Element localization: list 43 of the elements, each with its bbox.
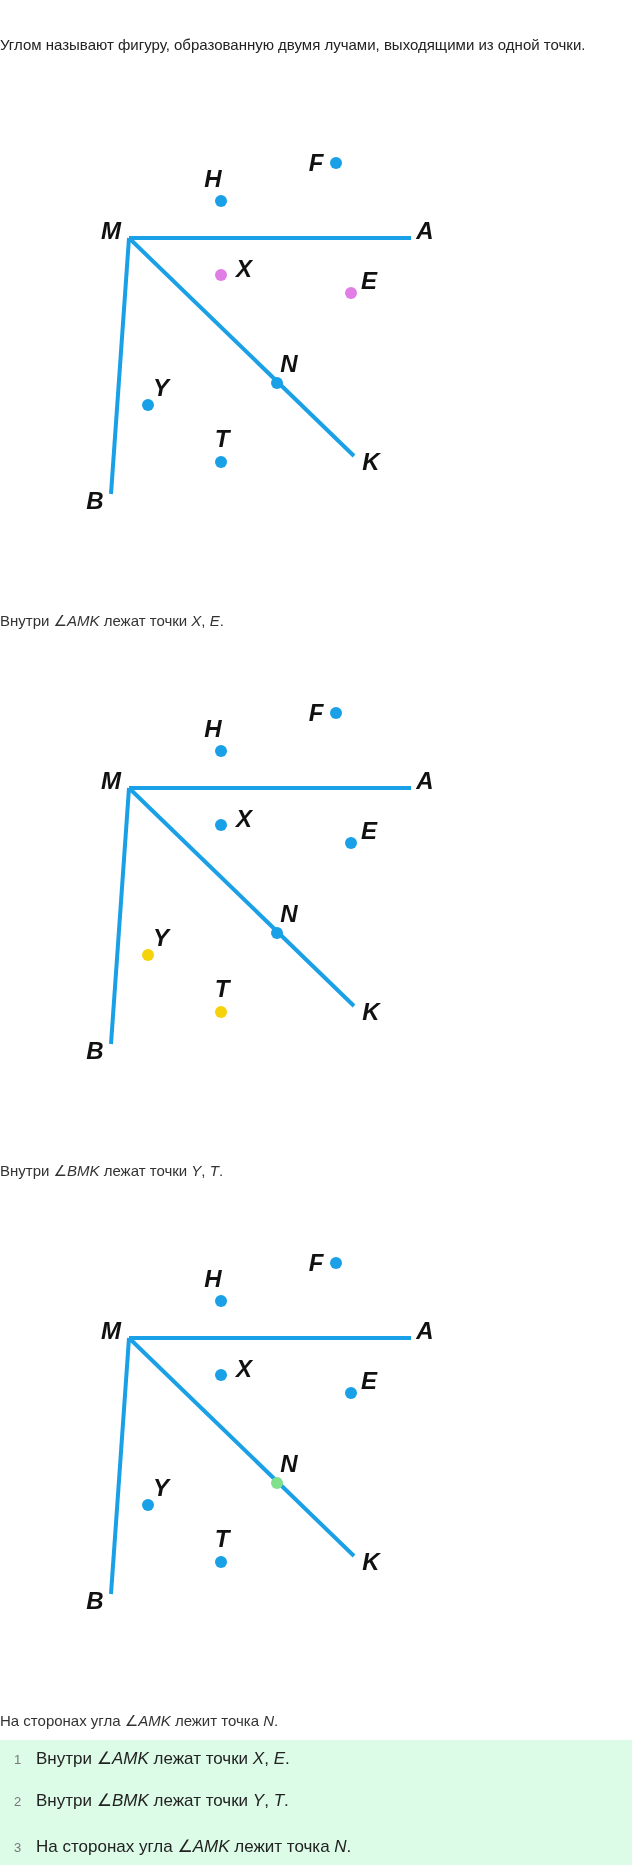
point-label: T [214, 1527, 230, 1551]
point-label: Y [153, 1476, 169, 1500]
point-label: A [416, 769, 434, 793]
point-label: N [280, 902, 298, 926]
list-number: 3 [14, 1840, 23, 1855]
point-label: N [280, 1452, 298, 1476]
point-label: H [204, 717, 222, 741]
point-label: K [362, 450, 380, 474]
point-label: E [361, 269, 377, 293]
list-number: 1 [14, 1752, 23, 1767]
caption: Внутри ∠BMK лежат точки Y, T. [0, 1162, 224, 1180]
caption: Внутри ∠AMK лежат точки X, E. [0, 612, 224, 630]
answer-text: На сторонах угла ∠AMK лежит точка N. [36, 1836, 352, 1857]
point-label: E [361, 819, 377, 843]
point-label: M [101, 219, 121, 243]
point-label: F [308, 701, 324, 725]
point-label: X [236, 257, 252, 281]
point-label: K [362, 1000, 380, 1024]
point-label: H [204, 167, 222, 191]
point-label: Y [153, 376, 169, 400]
point-label: B [86, 1039, 104, 1063]
point-label: F [308, 151, 324, 175]
point-label: B [86, 489, 104, 513]
point-label: X [236, 807, 252, 831]
point-label: B [86, 1589, 104, 1613]
point-label: H [204, 1267, 222, 1291]
caption: На сторонах угла ∠AMK лежит точка N. [0, 1712, 279, 1730]
point-label: Y [153, 926, 169, 950]
point-label: F [308, 1251, 324, 1275]
point-label: X [236, 1357, 252, 1381]
list-number: 2 [14, 1794, 23, 1809]
point-label: M [101, 769, 121, 793]
answer-text: Внутри ∠BMK лежат точки Y, T. [36, 1790, 289, 1811]
point-label: E [361, 1369, 377, 1393]
answer-text: Внутри ∠AMK лежат точки X, E. [36, 1748, 290, 1769]
point-label: M [101, 1319, 121, 1343]
point-label: T [214, 977, 230, 1001]
point-label: N [280, 352, 298, 376]
point-label: K [362, 1550, 380, 1574]
point-label: T [214, 427, 230, 451]
point-label: A [416, 1319, 434, 1343]
point-label: A [416, 219, 434, 243]
definition-text: Углом называют фигуру, образованную двумя лучами, выходящими из одной точки. [0, 35, 587, 55]
